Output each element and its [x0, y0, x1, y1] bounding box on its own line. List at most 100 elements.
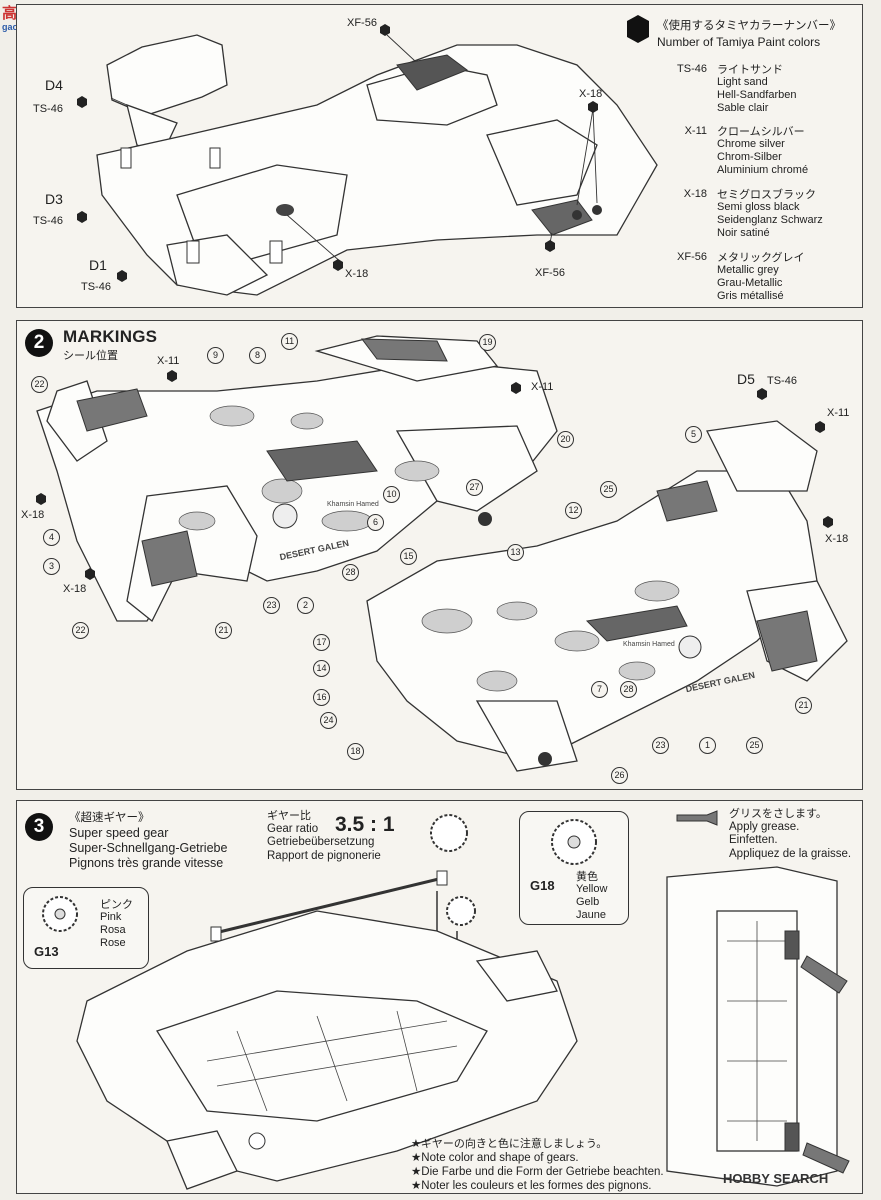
paint-code: X-18 — [683, 188, 707, 200]
g18-gear-icon — [551, 819, 597, 865]
decal-marker: 16 — [313, 689, 330, 706]
step2-number-badge: 2 — [25, 329, 53, 357]
d1-paint-label: TS-46 — [81, 281, 111, 293]
paint-name-de: Hell-Sandfarben — [717, 89, 797, 101]
grease-jp: グリスをさします。 — [729, 807, 827, 820]
decal-marker: 28 — [620, 681, 637, 698]
x18-callout-c: X-18 — [825, 533, 849, 545]
g18-gear-box: G18 黄色 Yellow Gelb Jaune — [519, 811, 629, 925]
x18-callout-b: X-18 — [63, 583, 87, 595]
xf56-bottom-label: XF-56 — [535, 267, 565, 279]
g13-gear-box: G13 ピンク Pink Rosa Rose — [23, 887, 149, 969]
x11-callout-b: X-11 — [531, 381, 554, 393]
x18-callout-a: X-18 — [21, 509, 45, 521]
g13-name-en: Pink — [100, 911, 122, 923]
step3-title-en: Super speed gear — [69, 826, 169, 840]
paint-name-de: Chrom-Silber — [717, 151, 782, 163]
grease-en: Apply grease. — [729, 820, 800, 833]
paint-name-fr: Noir satiné — [717, 227, 770, 239]
grease-fr: Appliquez de la graisse. — [729, 847, 852, 860]
x11-callout-a: X-11 — [157, 355, 180, 367]
decal-marker: 23 — [652, 737, 669, 754]
decal-khamsin-right: Khamsin Hamed — [623, 641, 675, 648]
step3-title-fr: Pignons très grande vitesse — [69, 856, 224, 870]
g18-name-en: Yellow — [576, 883, 608, 895]
paint-name-en: Light sand — [717, 76, 768, 88]
decal-marker: 9 — [207, 347, 224, 364]
gear-ratio-block: ギヤー比 Gear ratio Getriebeübersetzung Rapp… — [267, 809, 381, 863]
decal-marker: 28 — [342, 564, 359, 581]
paint-name-fr: Sable clair — [717, 102, 769, 114]
grease-de: Einfetten. — [729, 834, 778, 846]
paint-names: クロームシルバー Chrome silver Chrom-Silber Alum… — [717, 125, 808, 177]
step3-title-jp: 《超速ギヤー》 — [69, 810, 150, 824]
g18-name-jp: 黄色 — [576, 870, 598, 883]
decal-marker: 27 — [466, 479, 483, 496]
paint-code: TS-46 — [677, 63, 707, 75]
decal-marker: 3 — [43, 558, 60, 575]
g13-gear-icon — [42, 896, 78, 932]
decal-khamsin-left: Khamsin Hamed — [327, 501, 379, 508]
d3-label: D3 — [45, 191, 63, 207]
decal-marker: 7 — [591, 681, 608, 698]
d3-paint-label: TS-46 — [33, 215, 63, 227]
gear-ratio-de: Getriebeübersetzung — [267, 836, 375, 848]
gear-ratio-en: Gear ratio — [267, 822, 319, 835]
d1-label: D1 — [89, 257, 107, 273]
grease-legend-text: グリスをさします。 Apply grease. Einfetten. Appli… — [729, 807, 851, 861]
decal-marker: 25 — [746, 737, 763, 754]
g18-name-fr: Jaune — [576, 909, 606, 921]
decal-marker: 14 — [313, 660, 330, 677]
g13-name-jp: ピンク — [100, 898, 133, 911]
decal-marker: 20 — [557, 431, 574, 448]
paint-names: ライトサンド Light sand Hell-Sandfarben Sable … — [717, 63, 797, 115]
g18-color-names: 黄色 Yellow Gelb Jaune — [576, 870, 607, 922]
decal-marker: 21 — [795, 697, 812, 714]
step3-panel: 3 《超速ギヤー》 Super speed gear Super-Schnell… — [16, 800, 863, 1194]
hobby-search-brand: HOBBY SEARCH — [723, 1171, 829, 1186]
decal-marker: 15 — [400, 548, 417, 565]
gear-note-en: ★Note color and shape of gears. — [411, 1152, 579, 1164]
g13-name-fr: Rose — [100, 937, 126, 949]
step2-body-drawing — [36, 335, 848, 772]
d4-paint-label: TS-46 — [33, 103, 63, 115]
decal-marker: 11 — [281, 333, 298, 350]
paint-name-en: Semi gloss black — [717, 201, 800, 213]
d5-paint-label: TS-46 — [767, 375, 797, 387]
decal-marker: 18 — [347, 743, 364, 760]
gear-ratio-value: 3.5 : 1 — [335, 813, 395, 836]
step1-chassis-drawing — [77, 24, 658, 296]
decal-marker: 17 — [313, 634, 330, 651]
decal-marker: 26 — [611, 767, 628, 784]
paint-names: メタリックグレイ Metallic grey Grau-Metallic Gri… — [717, 251, 805, 303]
paint-code: XF-56 — [677, 251, 707, 263]
decal-marker: 2 — [297, 597, 314, 614]
x11-callout-c: X-11 — [827, 407, 850, 419]
g18-name-de: Gelb — [576, 896, 600, 908]
gear-ratio-fr: Rapport de pignonerie — [267, 849, 381, 862]
decal-marker: 5 — [685, 426, 702, 443]
paint-name-de: Grau-Metallic — [717, 277, 783, 289]
paint-name-en: Chrome silver — [717, 138, 785, 150]
d5-label: D5 — [737, 371, 755, 387]
xf56-top-label: XF-56 — [347, 17, 377, 29]
step3-number-badge: 3 — [25, 813, 53, 841]
x18-right-label: X-18 — [579, 88, 603, 100]
d4-label: D4 — [45, 77, 63, 93]
paint-name-de: Seidenglanz Schwarz — [717, 214, 823, 226]
decal-marker: 1 — [699, 737, 716, 754]
paint-names: セミグロスブラック Semi gloss black Seidenglanz S… — [717, 188, 823, 240]
step2-title-jp: シール位置 — [63, 349, 118, 362]
paint-name-fr: Gris métallisé — [717, 290, 784, 302]
paint-name-jp: ライトサンド — [717, 63, 783, 76]
step1-panel: D4 TS-46 D3 TS-46 D1 TS-46 XF-56 X-18 X-… — [16, 4, 863, 308]
g18-code: G18 — [530, 878, 555, 893]
decal-marker: 4 — [43, 529, 60, 546]
paint-name-fr: Aluminium chromé — [717, 164, 809, 176]
decal-marker: 25 — [600, 481, 617, 498]
decal-marker: 10 — [383, 486, 400, 503]
decal-marker: 22 — [72, 622, 89, 639]
gear-note-de: ★Die Farbe und die Form der Getriebe bea… — [411, 1166, 664, 1178]
g13-name-de: Rosa — [100, 924, 126, 936]
step3-title-de: Super-Schnellgang-Getriebe — [69, 841, 228, 855]
